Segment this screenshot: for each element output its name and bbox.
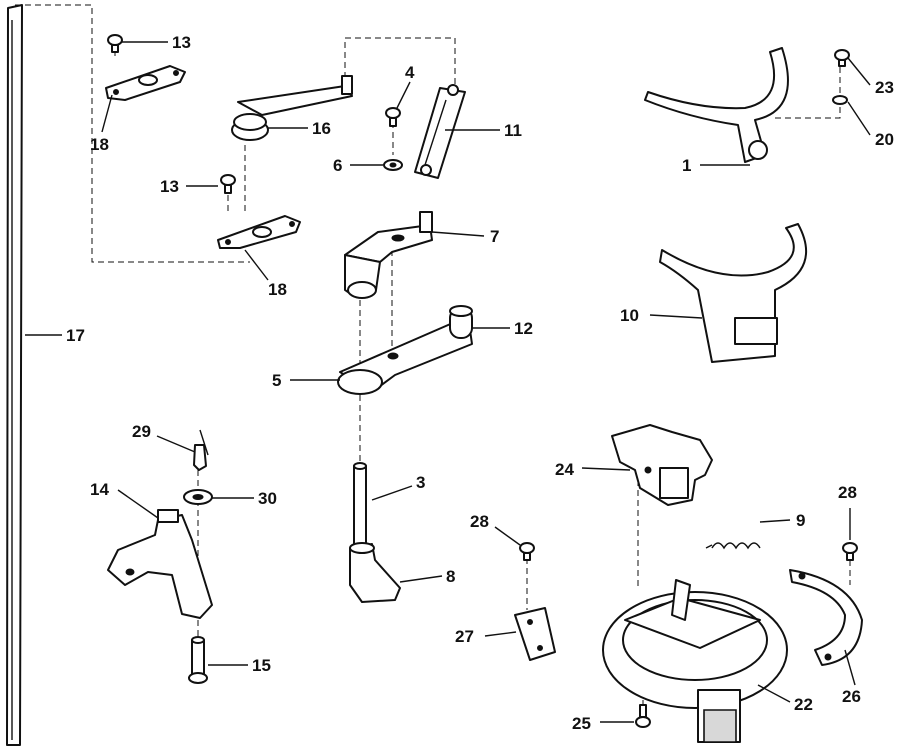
label-20: 20 <box>875 130 894 149</box>
part-17-rod <box>6 4 23 746</box>
label-29: 29 <box>132 422 151 441</box>
label-6: 6 <box>333 156 342 175</box>
label-14: 14 <box>90 480 109 499</box>
label-22: 22 <box>794 695 813 714</box>
part-29-pin <box>193 429 209 471</box>
part-28-screw-left <box>519 542 535 561</box>
label-10: 10 <box>620 306 639 325</box>
part-4-screw <box>385 107 401 127</box>
part-16-crank-lever <box>231 75 353 141</box>
part-12-lever <box>337 305 473 395</box>
part-3-shaft <box>353 462 367 549</box>
label-17: 17 <box>66 326 85 345</box>
label-24: 24 <box>555 460 574 479</box>
callout-labels: 13 18 16 13 18 4 6 11 7 12 5 17 29 30 14… <box>66 33 894 733</box>
part-15-bolt <box>188 636 208 684</box>
part-18-bracket-upper <box>105 65 186 101</box>
part-23-screw <box>834 49 850 67</box>
part-28-screw-right <box>842 542 858 561</box>
part-10-cam-bracket <box>659 223 808 363</box>
label-26: 26 <box>842 687 861 706</box>
label-11: 11 <box>504 121 522 140</box>
part-13-screw-upper <box>107 34 123 53</box>
label-1: 1 <box>682 156 691 175</box>
label-28-right: 28 <box>838 483 857 502</box>
part-25-screw <box>635 704 651 728</box>
part-27-clip <box>514 607 556 661</box>
label-25: 25 <box>572 714 591 733</box>
label-7: 7 <box>490 227 499 246</box>
part-11-link <box>414 84 466 179</box>
label-3: 3 <box>416 473 425 492</box>
part-1-cam-ring <box>644 47 789 163</box>
part-13-screw-lower <box>220 174 236 194</box>
part-9-spring <box>705 542 761 550</box>
label-27: 27 <box>455 627 474 646</box>
part-22-base-ring <box>602 579 788 743</box>
label-9: 9 <box>796 511 805 530</box>
label-18-upper: 18 <box>90 135 109 154</box>
label-28-left: 28 <box>470 512 489 531</box>
part-30-washer <box>183 489 213 505</box>
label-16: 16 <box>312 119 331 138</box>
leader-lines <box>25 41 871 723</box>
label-4: 4 <box>405 63 415 82</box>
label-5: 5 <box>272 371 281 390</box>
label-13-upper: 13 <box>172 33 191 52</box>
label-30: 30 <box>258 489 277 508</box>
part-24-switch <box>611 424 713 506</box>
label-18-lower: 18 <box>268 280 287 299</box>
label-23: 23 <box>875 78 894 97</box>
part-14-yoke-bracket <box>107 509 213 619</box>
part-6-washer <box>383 159 403 171</box>
label-12: 12 <box>514 319 533 338</box>
part-8-shaft-foot <box>349 542 401 603</box>
label-13-lower: 13 <box>160 177 179 196</box>
part-26-retainer <box>789 569 863 666</box>
part-7-throttle-arm <box>344 211 433 299</box>
part-18-bracket-lower <box>217 215 301 249</box>
label-8: 8 <box>446 567 455 586</box>
label-15: 15 <box>252 656 271 675</box>
part-20-washer <box>832 95 848 105</box>
